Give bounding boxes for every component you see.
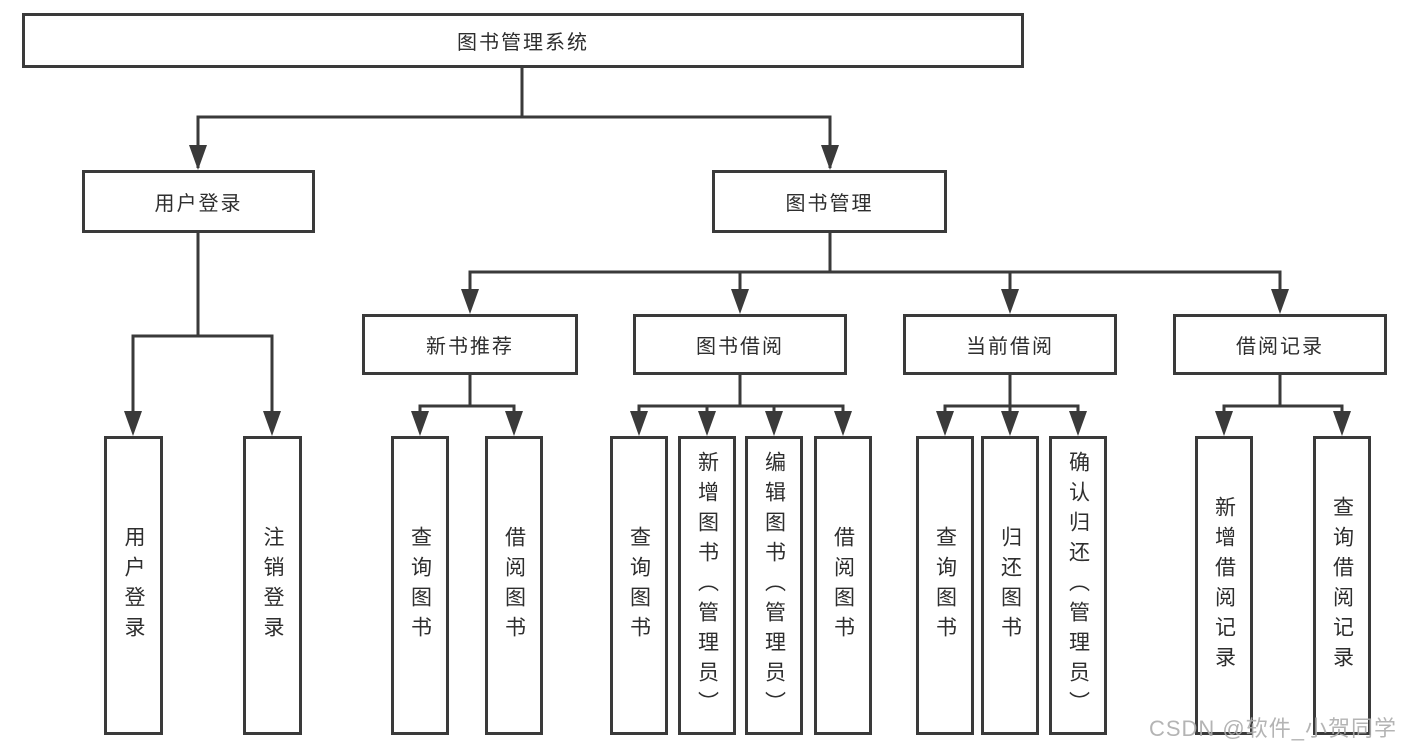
leaf-return-books: 归还图书 — [981, 436, 1039, 735]
node-borrow-records-label: 借阅记录 — [1236, 336, 1324, 358]
leaf-add-books-admin-label: 新增图书（管理员） — [695, 450, 719, 721]
node-book-management-system-label: 图书管理系统 — [457, 32, 589, 54]
node-new-book-recommend: 新书推荐 — [362, 314, 578, 375]
leaf-edit-books-admin: 编辑图书（管理员） — [745, 436, 803, 735]
leaf-recommend-query-books-label: 查询图书 — [408, 525, 432, 646]
node-book-management-system: 图书管理系统 — [22, 13, 1024, 68]
leaf-current-query-books-label: 查询图书 — [933, 525, 957, 646]
node-book-management-label: 图书管理 — [785, 193, 874, 215]
leaf-borrowing-borrow-books-label: 借阅图书 — [831, 525, 855, 646]
leaf-return-books-label: 归还图书 — [998, 525, 1022, 646]
leaf-recommend-query-books: 查询图书 — [391, 436, 449, 735]
node-book-borrowing-label: 图书借阅 — [696, 336, 784, 358]
leaf-query-borrow-record-label: 查询借阅记录 — [1330, 495, 1354, 676]
node-book-management: 图书管理 — [712, 170, 947, 233]
leaf-recommend-borrow-books-label: 借阅图书 — [502, 525, 526, 646]
leaf-recommend-borrow-books: 借阅图书 — [485, 436, 543, 735]
leaf-current-query-books: 查询图书 — [916, 436, 974, 735]
leaf-user-login: 用户登录 — [104, 436, 163, 735]
leaf-add-books-admin: 新增图书（管理员） — [678, 436, 736, 735]
leaf-borrowing-query-books: 查询图书 — [610, 436, 668, 735]
leaf-confirm-return-admin-label: 确认归还（管理员） — [1066, 450, 1090, 721]
node-new-book-recommend-label: 新书推荐 — [426, 336, 514, 358]
node-current-borrowing: 当前借阅 — [903, 314, 1117, 375]
leaf-user-login-label: 用户登录 — [122, 525, 145, 646]
leaf-borrowing-query-books-label: 查询图书 — [627, 525, 651, 646]
leaf-query-borrow-record: 查询借阅记录 — [1313, 436, 1371, 735]
leaf-logout: 注销登录 — [243, 436, 302, 735]
leaf-borrowing-borrow-books: 借阅图书 — [814, 436, 872, 735]
connector-stems — [131, 66, 1344, 432]
watermark: CSDN @软件_小贺同学 — [1148, 716, 1397, 741]
leaf-add-borrow-record: 新增借阅记录 — [1195, 436, 1253, 735]
leaf-edit-books-admin-label: 编辑图书（管理员） — [762, 450, 786, 721]
node-user-login: 用户登录 — [82, 170, 315, 233]
node-borrow-records: 借阅记录 — [1173, 314, 1387, 375]
leaf-logout-label: 注销登录 — [261, 525, 284, 646]
node-user-login-label: 用户登录 — [154, 193, 243, 215]
node-book-borrowing: 图书借阅 — [633, 314, 847, 375]
leaf-confirm-return-admin: 确认归还（管理员） — [1049, 436, 1107, 735]
leaf-add-borrow-record-label: 新增借阅记录 — [1212, 495, 1236, 676]
node-current-borrowing-label: 当前借阅 — [966, 336, 1054, 358]
